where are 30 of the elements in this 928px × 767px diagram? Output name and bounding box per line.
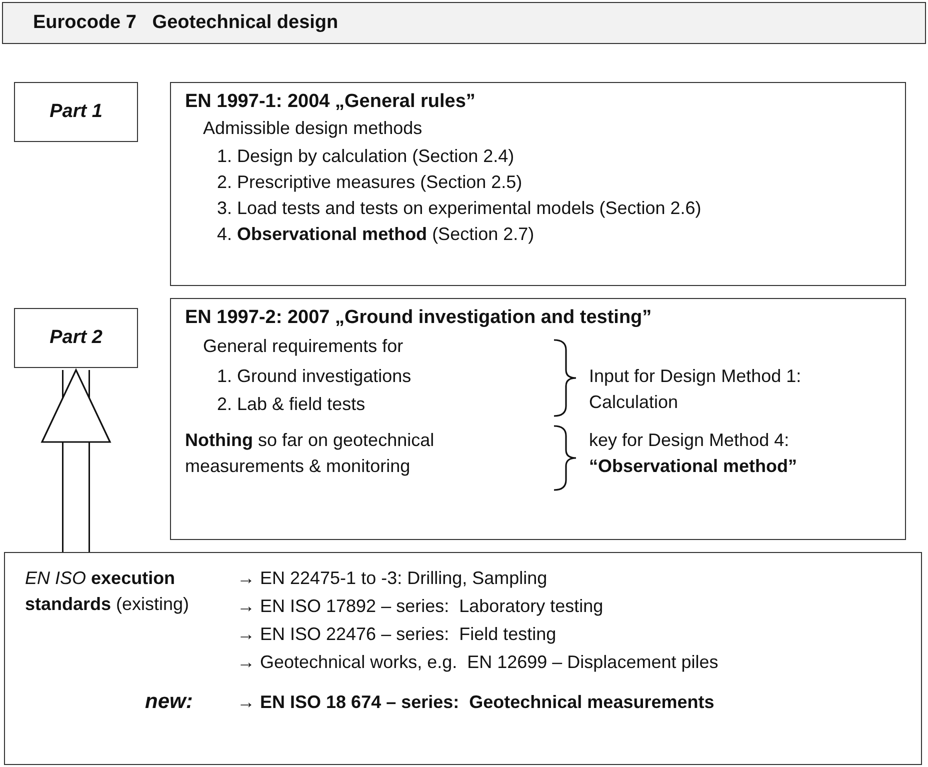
part-box — [14, 82, 138, 142]
heading: EN 1997-2: 2007 „Ground investigation and testing” — [185, 306, 652, 330]
text-line: Input for Design Method 1: Calculation — [589, 365, 802, 414]
text-line: 1. Ground investigations — [217, 365, 412, 388]
text-line: 1. Design by calculation (Section 2.4) — [217, 145, 514, 168]
heading: Part 2 — [50, 326, 102, 350]
standards-box — [4, 552, 922, 765]
text-line: General requirements for — [203, 335, 404, 358]
header-band — [2, 2, 926, 44]
text-line: → EN ISO 18 674 – series: Geotechnical measurements — [237, 691, 714, 714]
block-arrow — [41, 369, 111, 552]
content-box — [170, 82, 906, 286]
text-line: 3. Load tests and tests on experimental models (Section 2.6) — [217, 197, 702, 220]
content-box — [170, 298, 906, 540]
text-line: → Geotechnical works, e.g. EN 12699 – Displacement piles — [237, 651, 718, 674]
heading: EN 1997-1: 2004 „General rules” — [185, 90, 476, 114]
text-line: 2. Prescriptive measures (Section 2.5) — [217, 171, 522, 194]
text-line: → EN ISO 22476 – series: Field testing — [237, 623, 556, 646]
text-line: 2. Lab & field tests — [217, 393, 366, 416]
heading: Eurocode 7 Geotechnical design — [33, 11, 338, 35]
text-line: → EN ISO 17892 – series: Laboratory testing — [237, 595, 604, 618]
text-line: key for Design Method 4: “Observational method” — [589, 429, 798, 478]
text-line: → EN 22475-1 to -3: Drilling, Sampling — [237, 567, 548, 590]
text-line: new: — [145, 689, 193, 715]
text-line: EN ISO execution standards (existing) — [25, 567, 190, 616]
part-box — [14, 308, 138, 368]
heading: Part 1 — [50, 100, 102, 124]
text-line: 4. Observational method (Section 2.7) — [217, 223, 534, 246]
text-line: Nothing so far on geotechnical measurements & monitoring — [185, 429, 436, 478]
text-line: Admissible design methods — [203, 117, 422, 140]
